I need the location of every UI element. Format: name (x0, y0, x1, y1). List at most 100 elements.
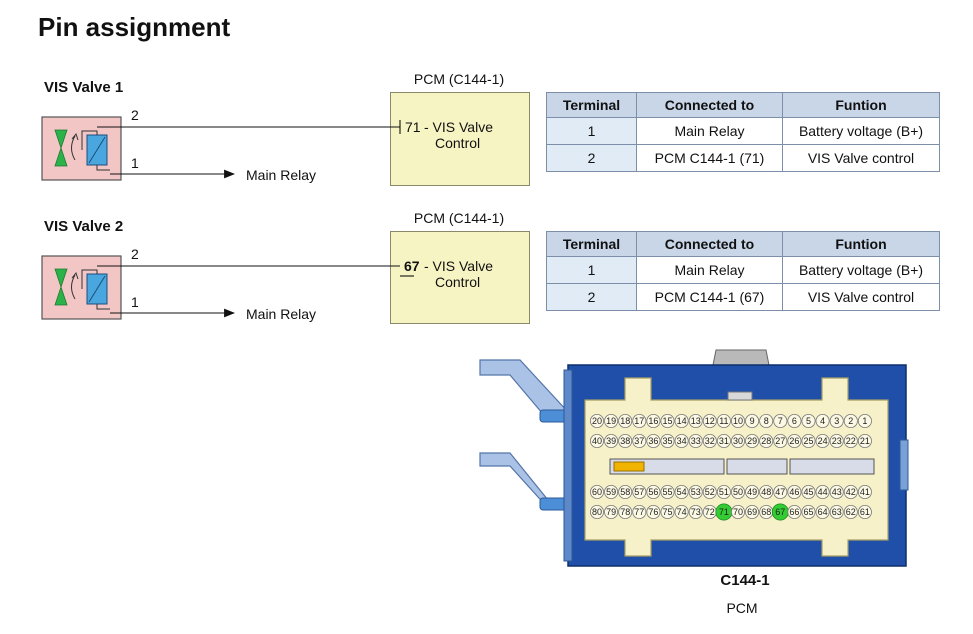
connector-pin-label: 57 (634, 487, 644, 497)
connector-subtitle: PCM (726, 600, 758, 616)
connector-name: C144-1 (720, 572, 770, 589)
connector-pin-label: 38 (620, 436, 630, 446)
connector-pin-label: 13 (691, 416, 701, 426)
connector-pin-label: 35 (662, 436, 672, 446)
connector-pin-label: 80 (592, 507, 602, 517)
connector-pin (674, 504, 689, 519)
connector-pin (857, 413, 872, 428)
valve2-pin-1: 1 (131, 294, 139, 310)
connector-pin-label: 66 (789, 507, 799, 517)
valve1-main-relay-label: Main Relay (246, 167, 317, 183)
connector-pin (590, 413, 605, 428)
connector-pin-label: 42 (846, 487, 856, 497)
connector-pin (618, 484, 633, 499)
connector-pin (632, 484, 647, 499)
connector-pin (731, 413, 746, 428)
connector-pin-label: 4 (820, 416, 825, 426)
connector-pin-label: 45 (803, 487, 813, 497)
connector-pin-label: 7 (778, 416, 783, 426)
connector-pin (590, 484, 605, 499)
connector-pin (857, 484, 872, 499)
connector-pin (745, 433, 760, 448)
table-cell: 1 (546, 117, 637, 145)
connector-pin (702, 484, 717, 499)
connector-pin-label: 58 (620, 487, 630, 497)
connector-pin (660, 484, 675, 499)
connector-pin (843, 433, 858, 448)
table-header: Connected to (636, 231, 783, 257)
connector-pin (632, 504, 647, 519)
table-cell: VIS Valve control (782, 144, 940, 172)
connector-pin (829, 413, 844, 428)
connector-pin (618, 504, 633, 519)
connector-pin-label: 72 (705, 507, 715, 517)
page-title: Pin assignment (38, 12, 231, 42)
connector-pin (632, 413, 647, 428)
connector-pin-label: 14 (677, 416, 687, 426)
connector-pin (716, 484, 731, 499)
connector-pin (801, 504, 816, 519)
valve2-pin-table: Terminal Connected to Funtion 1 Main Rel… (546, 231, 940, 311)
connector-pin-label: 51 (719, 487, 729, 497)
connector-pin (646, 413, 661, 428)
connector-pin-label: 31 (719, 436, 729, 446)
connector-pin-label: 55 (662, 487, 672, 497)
connector-pin-label: 79 (606, 507, 616, 517)
connector-pin-label: 71 (719, 507, 729, 517)
connector-pin (759, 433, 774, 448)
valve2-main-relay-label: Main Relay (246, 306, 317, 322)
connector-pin-label: 62 (846, 507, 856, 517)
connector-pin (801, 433, 816, 448)
connector-pin (604, 413, 619, 428)
connector-pin (674, 484, 689, 499)
table-header: Funtion (782, 231, 940, 257)
connector-pin (745, 413, 760, 428)
connector-pin (801, 413, 816, 428)
connector-pin-label: 37 (634, 436, 644, 446)
connector-pin-label: 54 (677, 487, 687, 497)
connector-pin-label: 76 (648, 507, 658, 517)
connector-pin-label: 49 (747, 487, 757, 497)
connector-pin-label: 26 (789, 436, 799, 446)
connector-pin-label: 65 (803, 507, 813, 517)
connector-pin-label: 61 (860, 507, 870, 517)
connector-pin-label: 18 (620, 416, 630, 426)
connector-pin-label: 24 (818, 436, 828, 446)
connector-pin (773, 433, 788, 448)
connector-pin-label: 15 (662, 416, 672, 426)
connector-pin (604, 433, 619, 448)
connector-pin (759, 484, 774, 499)
connector-pin (702, 433, 717, 448)
connector-pin (674, 433, 689, 448)
connector-pin-label: 64 (818, 507, 828, 517)
connector-pin-label: 56 (648, 487, 658, 497)
connector-pin (632, 433, 647, 448)
connector-pin-label: 3 (834, 416, 839, 426)
valve1-pcm-box (390, 92, 530, 186)
connector-pin-label: 19 (606, 416, 616, 426)
connector-pin (787, 413, 802, 428)
connector-pin-label: 30 (733, 436, 743, 446)
connector-pin (688, 433, 703, 448)
valve1-pcm-pin: 71 (405, 119, 421, 135)
connector-pin-label: 75 (662, 507, 672, 517)
connector-pin-label: 69 (747, 507, 757, 517)
connector-pin (660, 433, 675, 448)
connector-pin-label: 73 (691, 507, 701, 517)
table-row: 2 PCM C144-1 (67) VIS Valve control (546, 283, 940, 311)
connector-pin-label: 59 (606, 487, 616, 497)
valve2-pcm-text-line2: Control (435, 274, 481, 290)
valve2-pcm-pin: 67 (404, 258, 420, 274)
connector-pin-label: 34 (677, 436, 687, 446)
connector-pin (646, 484, 661, 499)
connector-pin-label: 5 (806, 416, 811, 426)
valve2-title: VIS Valve 2 (44, 218, 124, 235)
connector-pin (702, 413, 717, 428)
connector-pin (716, 413, 731, 428)
connector-pin (843, 484, 858, 499)
connector-pin-label: 63 (832, 507, 842, 517)
connector-pin (815, 413, 830, 428)
connector-pin (815, 504, 830, 519)
